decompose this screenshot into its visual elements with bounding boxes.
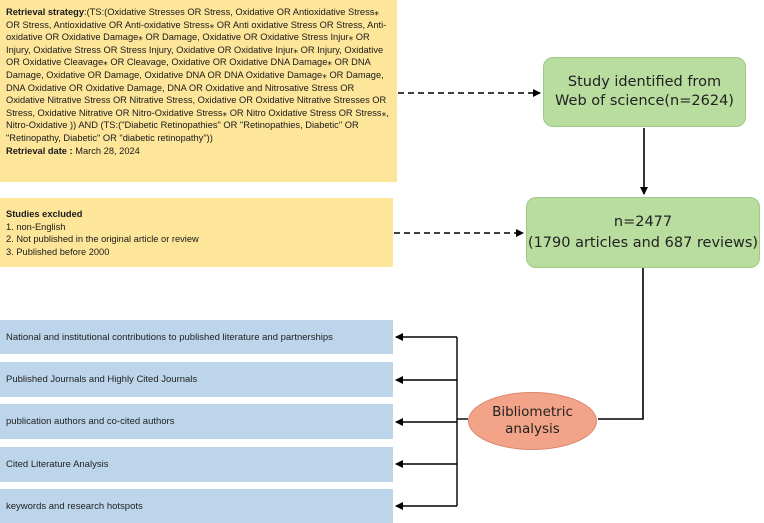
output-box-contributions: National and institutional contributions…	[0, 320, 393, 354]
date-value: March 28, 2024	[72, 145, 140, 156]
wos-line2: Web of science(n=2624)	[555, 93, 734, 109]
n-line1: n=2477	[613, 213, 673, 230]
output-label: keywords and research hotspots	[6, 500, 143, 512]
strategy-query: :(TS:(Oxidative Stresses OR Stress, Oxid…	[6, 7, 389, 143]
output-label: Cited Literature Analysis	[6, 459, 109, 470]
line-n-to-analysis	[598, 268, 644, 420]
output-label: National and institutional contributions…	[6, 331, 333, 343]
wos-line1: Study identified from	[567, 74, 722, 90]
output-box-authors: publication authors and co-cited authors	[0, 404, 393, 439]
date-label: Retrieval date :	[6, 145, 73, 156]
output-box-cited-literature: Cited Literature Analysis	[0, 447, 393, 482]
analysis-line1: Bibliometric	[492, 404, 573, 420]
excluded-item: 3. Published before 2000	[6, 246, 110, 257]
strategy-label: Retrieval strategy	[6, 7, 85, 17]
studies-excluded-box: Studies excluded 1. non-English 2. Not p…	[0, 198, 393, 267]
analysis-line2: analysis	[505, 421, 560, 437]
included-count-box: n=2477 (1790 articles and 687 reviews)	[526, 197, 760, 268]
n-line2: (1790 articles and 687 reviews)	[527, 234, 759, 251]
wos-identified-box: Study identified from Web of science(n=2…	[543, 57, 746, 127]
output-label: Published Journals and Highly Cited Jour…	[6, 374, 198, 385]
retrieval-strategy-box: Retrieval strategy:(TS:(Oxidative Stress…	[0, 0, 397, 182]
output-box-keywords: keywords and research hotspots	[0, 489, 393, 523]
output-label: publication authors and co-cited authors	[6, 416, 175, 427]
bibliometric-analysis-ellipse: Bibliometric analysis	[468, 392, 597, 450]
excluded-item: 2. Not published in the original article…	[6, 234, 199, 245]
excluded-title: Studies excluded	[6, 209, 83, 219]
excluded-item: 1. non-English	[6, 221, 66, 232]
output-box-journals: Published Journals and Highly Cited Jour…	[0, 362, 393, 397]
